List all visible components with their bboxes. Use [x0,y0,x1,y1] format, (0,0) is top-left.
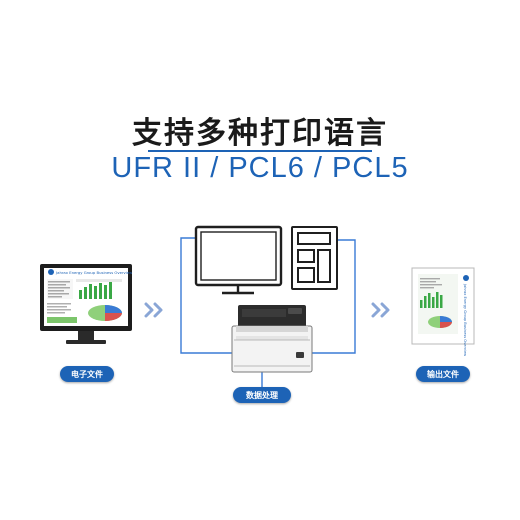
label-data-processing: 数据处理 [233,387,291,403]
document-layout-icon [291,226,338,290]
monitor-icon [194,225,283,295]
label-electronic-file: 电子文件 [60,366,114,382]
screen-doc-heading: Jahrax Energy Group Business Overview [55,270,132,275]
page-subtitle: UFR II / PCL6 / PCL5 [111,152,409,184]
chevron-right-icon [144,302,163,318]
page-title: 支持多种打印语言 [132,116,388,151]
output-doc-heading: Jahrax Energy Group Business Overview [463,283,467,356]
left-bracket-line [180,237,232,354]
right-bracket-line [306,239,356,354]
output-pie-chart [428,316,452,328]
printer-icon [231,305,313,373]
monitor-icon: Jahrax Energy Group Business Overview [40,264,132,344]
output-document: Jahrax Energy Group Business Overview [411,267,475,356]
chevron-right-icon [371,302,390,318]
screen-pie-chart [88,305,122,321]
title-divider [148,150,372,152]
screen-bar-chart [79,282,112,299]
label-output-file: 输出文件 [416,366,470,382]
connector-lines [180,237,356,387]
